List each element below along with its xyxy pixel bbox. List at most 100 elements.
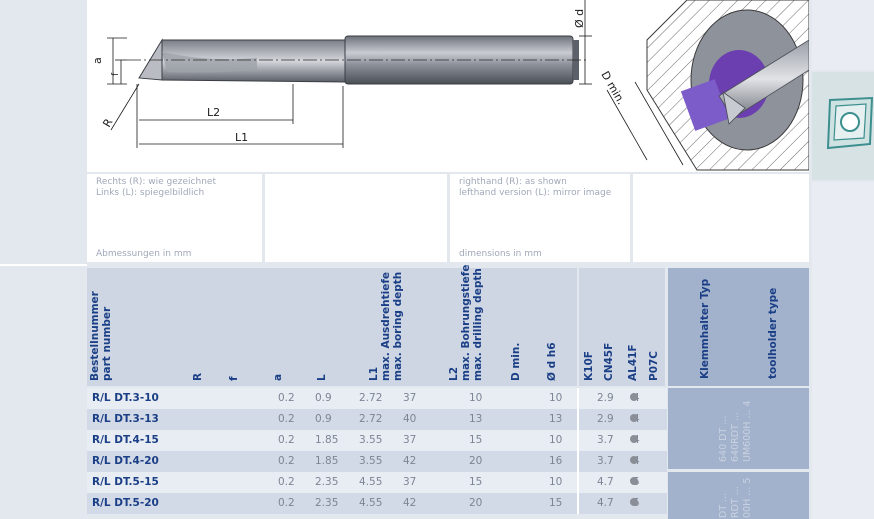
holder-2-line1: DT ...: [718, 492, 729, 518]
label-a: a: [91, 57, 104, 64]
cell-a: 2.72: [359, 413, 383, 425]
table-header-left: [87, 268, 577, 386]
cell-l: 40: [403, 413, 417, 425]
header-l2-a: L2: [448, 367, 460, 381]
cell-a: 4.55: [359, 497, 383, 509]
cell-f: 2.35: [315, 497, 339, 509]
header-dmin: D min.: [510, 342, 522, 381]
label-l1: L1: [235, 131, 248, 144]
cell-l: 42: [403, 497, 417, 509]
tool-drawing: a f R L2 L1 Ø d D min.: [91, 0, 809, 171]
cell-l: 42: [403, 455, 417, 467]
availability-dot: [630, 456, 638, 464]
note-box-en-spare: [633, 174, 809, 262]
cell-l2: 16: [549, 455, 563, 467]
cell-l2: 10: [549, 392, 563, 404]
availability-dot: [630, 414, 638, 422]
note-de-units: Abmessungen in mm: [96, 249, 192, 259]
availability-dot: [630, 435, 638, 443]
availability-dot: [630, 477, 638, 485]
grade-separator: [577, 409, 579, 430]
holder-cell-1: 640 DT ... 640RDT ... UM600H ... 4: [668, 388, 809, 469]
cell-a: 4.55: [359, 476, 383, 488]
grade-separator: [577, 451, 579, 472]
cell-dmin: 3.7: [597, 455, 614, 467]
part-number: R/L DT.5-15: [92, 476, 159, 488]
grade-separator: [577, 430, 579, 451]
header-grade-al41f: AL41F: [627, 344, 639, 381]
cell-l2: 13: [549, 413, 563, 425]
note-box-de-spare: [265, 174, 447, 262]
header-l2-c: max. drilling depth: [472, 268, 484, 381]
cell-l2: 10: [549, 434, 563, 446]
header-l1-a: L1: [368, 367, 380, 381]
cell-l1: 20: [469, 455, 483, 467]
header-grade-k10f: K10F: [583, 351, 595, 381]
header-grade-p07c: P07C: [648, 350, 660, 381]
availability-dot: [630, 393, 638, 401]
cell-dmin: 2.9: [597, 392, 614, 404]
cell-l1: 15: [469, 476, 483, 488]
cell-r: 0.2: [278, 434, 295, 446]
table-header-grades: [579, 268, 665, 386]
label-d: Ø d: [573, 9, 586, 28]
left-margin-divider: [0, 264, 87, 266]
holder-2-line3: 00H ... 5: [742, 477, 753, 518]
cell-r: 0.2: [278, 413, 295, 425]
header-l1-b: max. Ausdrehtiefe: [380, 271, 392, 381]
header-l1-c: max. boring depth: [392, 271, 404, 381]
cell-l2: 10: [549, 476, 563, 488]
note-de-line2: Links (L): spiegelbildlich: [96, 188, 205, 198]
cell-f: 0.9: [315, 392, 332, 404]
table-header-holder: [668, 268, 809, 386]
cell-r: 0.2: [278, 455, 295, 467]
holder-1-line2: 640RDT ...: [730, 412, 741, 462]
grade-separator: [577, 493, 579, 514]
cell-l1: 20: [469, 497, 483, 509]
cell-l1: 13: [469, 413, 483, 425]
grade-separator: [577, 472, 579, 493]
cell-l1: 15: [469, 434, 483, 446]
cell-r: 0.2: [278, 476, 295, 488]
right-column-top: [812, 0, 874, 70]
cell-l: 37: [403, 392, 417, 404]
holder-1-line3: UM600H ... 4: [742, 400, 753, 462]
cell-dmin: 3.7: [597, 434, 614, 446]
header-part-de: Bestellnummer: [89, 291, 101, 381]
cell-f: 0.9: [315, 413, 332, 425]
note-box-de: [87, 174, 262, 262]
cell-dmin: 4.7: [597, 476, 614, 488]
label-r: R: [100, 116, 115, 129]
header-l2-b: max. Bohrungstiefe: [460, 264, 472, 381]
holder-2-line2: RDT ...: [730, 486, 741, 518]
header-f: f: [228, 376, 240, 381]
holder-1-line1: 640 DT ...: [718, 415, 729, 462]
part-number: R/L DT.3-13: [92, 413, 159, 425]
header-d: Ø d h6: [546, 342, 558, 381]
cell-a: 3.55: [359, 434, 383, 446]
carbide-insert-icon: [826, 96, 874, 150]
cell-l: 37: [403, 434, 417, 446]
header-r: R: [192, 372, 204, 381]
note-en-line1: righthand (R): as shown: [459, 177, 567, 187]
header-holder-en: toolholder type: [767, 287, 779, 379]
part-number: R/L DT.4-20: [92, 455, 159, 467]
cell-dmin: 4.7: [597, 497, 614, 509]
note-de-line1: Rechts (R): wie gezeichnet: [96, 177, 216, 187]
header-holder-de: Klemmhalter Typ: [699, 278, 711, 379]
note-box-en: [450, 174, 630, 262]
cell-l: 37: [403, 476, 417, 488]
right-column-lower: [812, 182, 874, 519]
header-l: L: [316, 374, 328, 381]
cell-r: 0.2: [278, 497, 295, 509]
grade-separator: [577, 388, 579, 409]
cell-l1: 10: [469, 392, 483, 404]
part-number: R/L DT.4-15: [92, 434, 159, 446]
label-l2: L2: [207, 106, 220, 119]
